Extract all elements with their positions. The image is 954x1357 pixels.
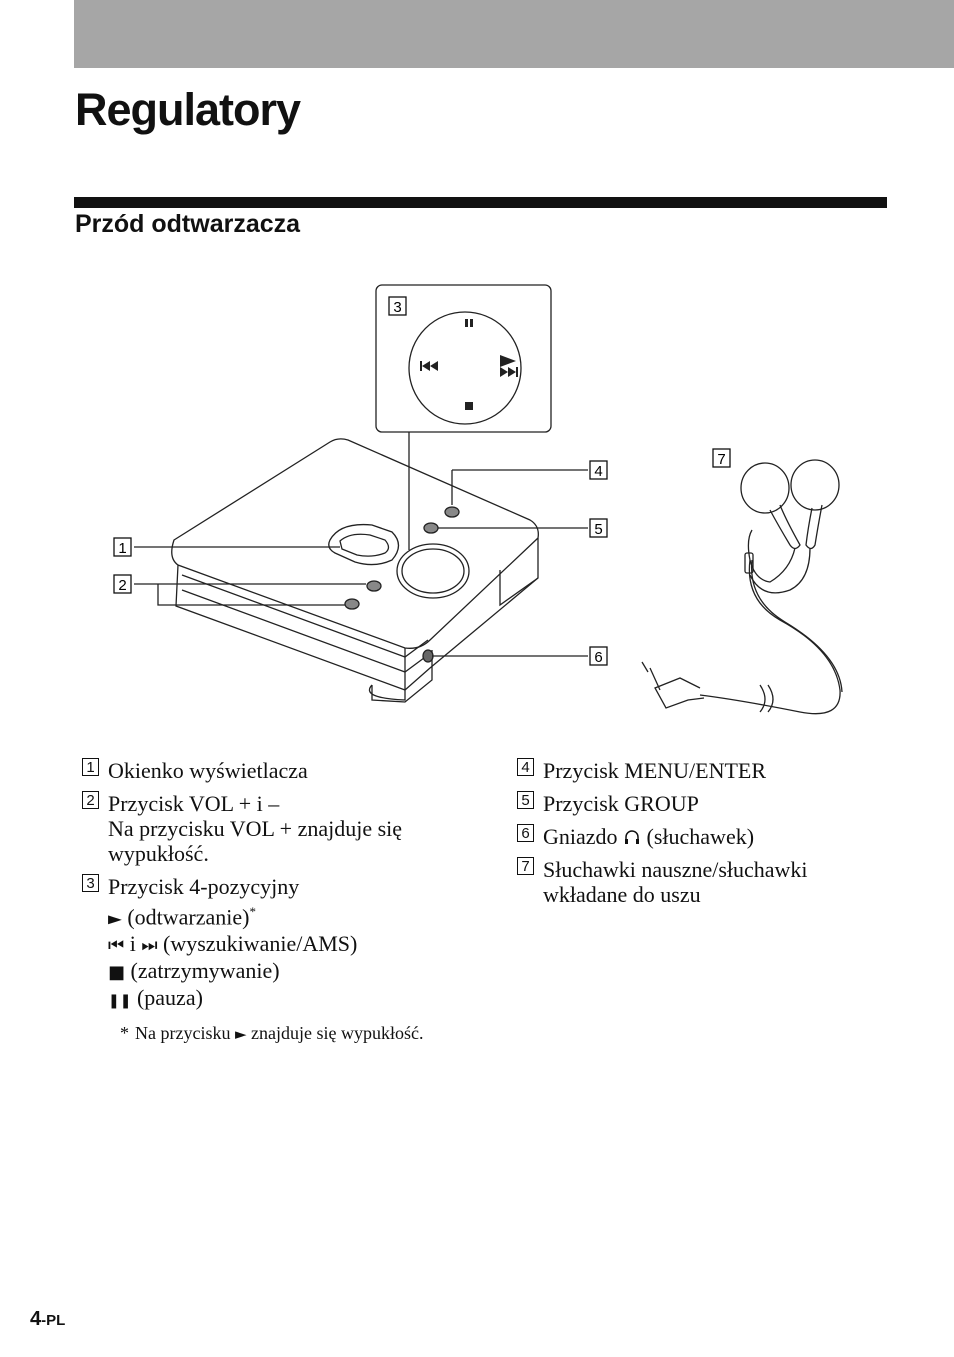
- item-number: 6: [517, 824, 534, 842]
- play-icon: ►: [108, 908, 122, 930]
- legend-right: 4 Przycisk MENU/ENTER 5 Przycisk GROUP 6…: [517, 758, 867, 915]
- player-side: [175, 538, 539, 691]
- callout-4: 4: [589, 460, 608, 480]
- callout-1: 1: [113, 537, 132, 557]
- item-text: Gniazdo: [543, 824, 618, 849]
- legend-item-4: 4 Przycisk MENU/ENTER: [517, 758, 867, 783]
- item-text: (słuchawek): [646, 824, 755, 849]
- item-number: 3: [82, 874, 99, 892]
- next-icon: ⏭: [141, 935, 158, 957]
- item-number: 4: [517, 758, 534, 776]
- item-text: i: [129, 931, 136, 957]
- footnote-text: znajduje się wypukłość.: [251, 1023, 424, 1044]
- item-number: 1: [82, 758, 99, 776]
- stop-icon: ■: [108, 962, 126, 984]
- item-text: (zatrzymywanie): [130, 958, 280, 984]
- item-text: Słuchawki nauszne/słuchawki wkładane do …: [543, 857, 808, 907]
- svg-text:7: 7: [717, 451, 725, 468]
- item-text: Przycisk MENU/ENTER: [543, 758, 767, 783]
- player-illustration: 3 1 2 4 5 6 7: [113, 284, 843, 715]
- legend-item-7: 7 Słuchawki nauszne/słuchawki wkładane d…: [517, 857, 867, 907]
- svg-text:2: 2: [118, 577, 126, 594]
- item-text: Okienko wyświetlacza: [108, 758, 308, 783]
- play-icon: ►: [234, 1025, 247, 1044]
- section-title: Przód odtwarzacza: [75, 210, 301, 238]
- pause-icon: ❚❚: [108, 993, 132, 1010]
- item-text: Na przycisku VOL + znajduje się wypukłoś…: [108, 816, 403, 866]
- callout-2: 2: [113, 574, 132, 594]
- svg-text:1: 1: [118, 540, 126, 557]
- footnote: * Na przycisku ► znajduje się wypukłość.: [120, 1022, 462, 1045]
- footnote-text: Na przycisku: [135, 1023, 231, 1044]
- legend-item-3: 3 Przycisk 4-pozycyjny ► (odtwarzanie)* …: [82, 874, 462, 1014]
- item-text: (odtwarzanie): [127, 904, 250, 930]
- svg-text:5: 5: [594, 521, 602, 538]
- footnote-mark: *: [120, 1023, 129, 1044]
- item-text: (wyszukiwanie/AMS): [163, 931, 358, 957]
- headphones-icon: [625, 830, 640, 844]
- legend-item-6: 6 Gniazdo (słuchawek): [517, 824, 867, 849]
- legend-item-2: 2 Przycisk VOL + i – Na przycisku VOL + …: [82, 791, 462, 866]
- zoom-button-circle: [408, 311, 522, 425]
- item-number: 2: [82, 791, 99, 809]
- item-number: 5: [517, 791, 534, 809]
- callout-6: 6: [589, 646, 608, 666]
- page-title: Regulatory: [75, 84, 301, 135]
- legend-left: 1 Okienko wyświetlacza 2 Przycisk VOL + …: [82, 758, 462, 1045]
- section-rule: [74, 197, 887, 208]
- callout-5: 5: [589, 518, 608, 538]
- previous-icon: ⏮: [108, 935, 125, 957]
- zoom-box: [375, 284, 552, 433]
- svg-text:4: 4: [594, 463, 602, 480]
- svg-text:6: 6: [594, 649, 602, 666]
- item-text: Przycisk 4-pozycyjny: [108, 874, 300, 899]
- footnote-mark: *: [249, 904, 257, 919]
- item-text: Przycisk GROUP: [543, 791, 699, 816]
- callout-7: 7: [712, 448, 731, 468]
- item-number: 7: [517, 857, 534, 875]
- four-way-button: [396, 543, 470, 599]
- page-number: 4-PL: [30, 1308, 66, 1330]
- item-text: Przycisk VOL + i –: [108, 791, 280, 816]
- item-text: (pauza): [136, 985, 203, 1011]
- svg-text:3: 3: [393, 299, 401, 316]
- callout-3: 3: [388, 296, 407, 316]
- legend-item-5: 5 Przycisk GROUP: [517, 791, 867, 816]
- display-window: [328, 523, 400, 566]
- legend-item-1: 1 Okienko wyświetlacza: [82, 758, 462, 783]
- header-band: [74, 0, 954, 68]
